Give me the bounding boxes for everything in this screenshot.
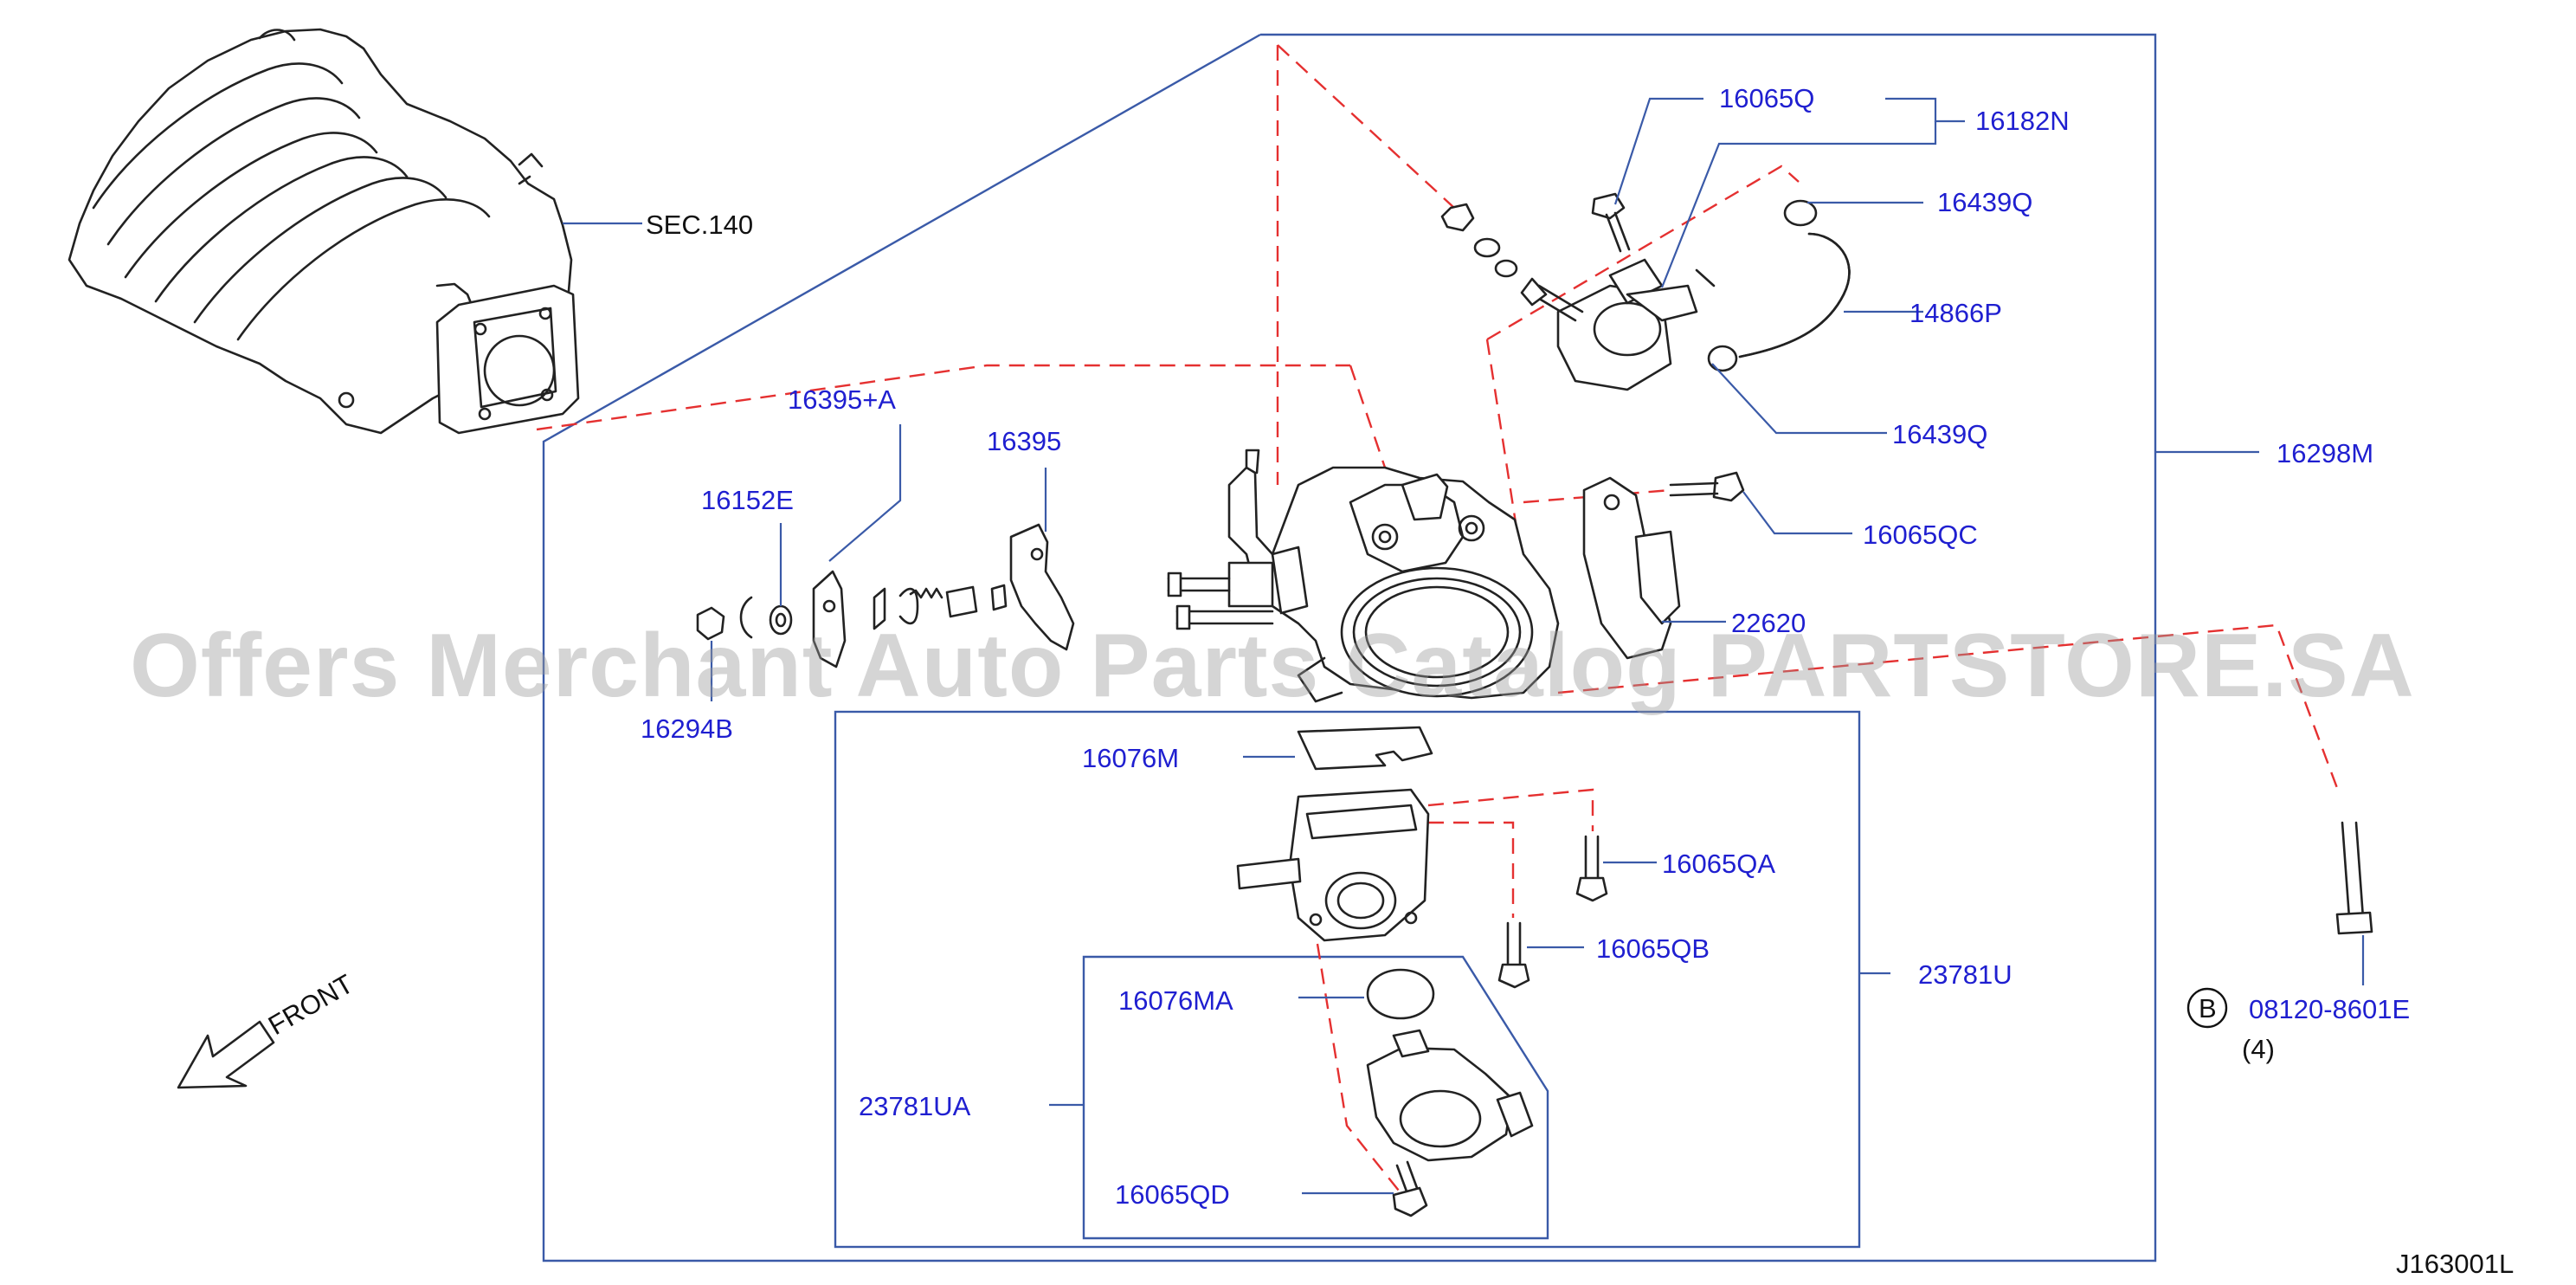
- gasket-16076M-drawing: [1297, 726, 1433, 771]
- assembly-frame: [542, 33, 2157, 1262]
- iac-valve-drawing: [1520, 258, 1716, 391]
- alignment-lines: [536, 44, 2339, 1196]
- screw-16065QA-drawing: [1575, 835, 1608, 902]
- circle-b-marker: [2186, 987, 2228, 1029]
- label-23781U: 23781U: [1918, 959, 2012, 990]
- label-23781UA: 23781UA: [859, 1091, 971, 1121]
- aux-air-valve-drawing: [1236, 788, 1430, 942]
- label-08120-8601E: 08120-8601E: [2249, 994, 2410, 1024]
- label-quantity: (4): [2242, 1034, 2275, 1064]
- o-ring-16076MA-drawing: [1366, 968, 1435, 1020]
- part-labels: SEC.140 16065Q 16182N 16439Q 14866P 1643…: [263, 83, 2514, 1279]
- label-16065QA: 16065QA: [1662, 849, 1775, 879]
- screw-16065QC-drawing: [1669, 471, 1745, 502]
- label-circle-b: B: [2199, 993, 2217, 1023]
- linkage-parts-drawing: [696, 523, 1075, 668]
- label-14866P: 14866P: [1909, 298, 2002, 328]
- label-22620: 22620: [1731, 608, 1806, 638]
- subassembly-box-23781U: [834, 710, 1861, 1249]
- label-16439Q-top: 16439Q: [1937, 187, 2032, 217]
- watermark-text: Offers Merchant Auto Parts Catalog PARTS…: [130, 616, 2415, 716]
- label-16076M: 16076M: [1082, 743, 1179, 773]
- diagram-code: J163001L: [2396, 1249, 2514, 1279]
- label-16298M: 16298M: [2277, 438, 2373, 468]
- nut-washer-drawing: [1440, 203, 1518, 278]
- hose-14866P-drawing: [1707, 199, 1851, 372]
- screw-16065QD-drawing: [1392, 1160, 1428, 1217]
- label-16439Q-bottom: 16439Q: [1892, 419, 1987, 449]
- label-16076MA: 16076MA: [1118, 985, 1233, 1016]
- label-16395: 16395: [987, 426, 1061, 456]
- label-16182N: 16182N: [1975, 106, 2070, 136]
- throttle-body-drawing: [1167, 449, 1560, 703]
- label-16065QB: 16065QB: [1596, 933, 1710, 964]
- label-sec140: SEC.140: [646, 210, 753, 240]
- label-front: FRONT: [263, 968, 358, 1041]
- front-arrow-icon: [177, 1020, 275, 1089]
- bolt-16065Q-drawing: [1591, 192, 1631, 253]
- label-16395A: 16395+A: [788, 384, 896, 415]
- label-16065QC: 16065QC: [1863, 520, 1978, 550]
- label-16294B: 16294B: [641, 714, 733, 744]
- leader-lines: [710, 97, 2365, 1195]
- actuator-23781UA-drawing: [1366, 1029, 1534, 1162]
- screw-16065QB-drawing: [1497, 921, 1530, 989]
- label-16065Q: 16065Q: [1719, 83, 1814, 113]
- subassembly-box-23781UA: [1082, 955, 1549, 1240]
- intake-manifold-drawing: [68, 28, 580, 435]
- bolt-08120-drawing: [2335, 821, 2373, 935]
- label-16065QD: 16065QD: [1115, 1179, 1230, 1210]
- tps-22620-drawing: [1582, 476, 1681, 660]
- label-16152E: 16152E: [701, 485, 794, 515]
